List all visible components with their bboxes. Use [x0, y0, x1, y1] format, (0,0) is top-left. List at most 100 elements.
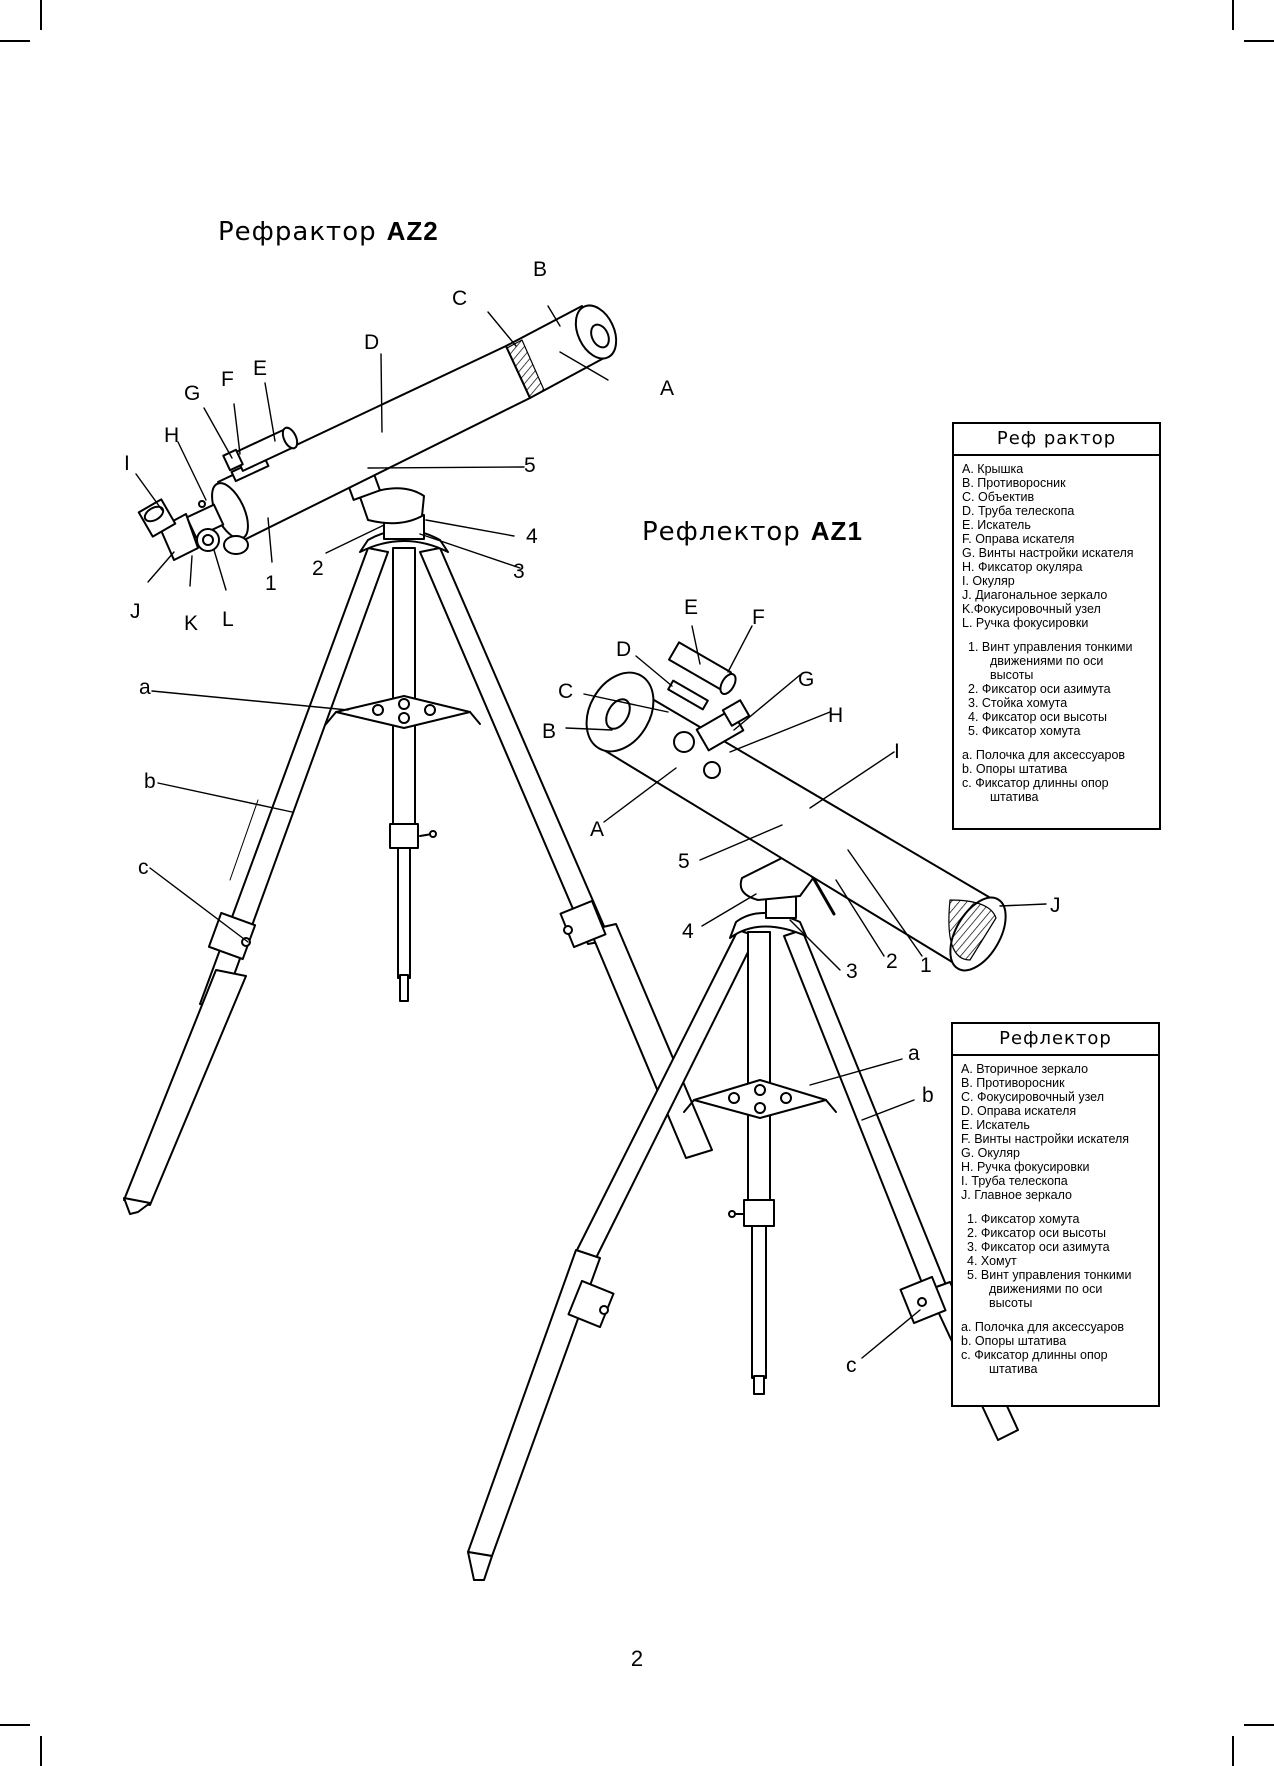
legend-item: 5. Винт управления тонкими [967, 1268, 1132, 1282]
callout-letter: a [908, 1042, 920, 1065]
legend-item-continued: движениями по оси [990, 654, 1104, 668]
legend-item: E. Искатель [962, 518, 1031, 532]
legend-item: G. Винты настройки искателя [962, 546, 1134, 560]
legend-item: 3. Стойка хомута [968, 696, 1068, 710]
legend-item: F. Винты настройки искателя [961, 1132, 1130, 1146]
callout-letter: b [144, 770, 156, 793]
crop-mark [1244, 40, 1274, 42]
refractor-drawing: A B C D E F G H I J K L 1 2 3 4 5 a b c [123, 258, 713, 1215]
legend-item: J. Главное зеркало [961, 1188, 1073, 1202]
legend-item-continued: высоты [989, 1296, 1033, 1310]
callout-letter: K [184, 612, 198, 635]
legend-item: L. Ручка фокусировки [962, 616, 1089, 630]
callout-number: 5 [524, 454, 536, 477]
callout-number: 5 [678, 850, 690, 873]
refractor-tube [137, 304, 618, 561]
legend-item: 5. Фиксатор хомута [968, 724, 1081, 738]
callout-letter: G [798, 668, 814, 691]
refractor-parts-list: A. Крышка B. Противоросник C. Объектив D… [962, 462, 1153, 630]
legend-item: H. Ручка фокусировки [961, 1160, 1090, 1174]
legend-item: A. Вторичное зеркало [961, 1062, 1089, 1076]
legend-item: C. Объектив [962, 490, 1035, 504]
reflector-legend: Рефлектор A. Вторичное зеркало B. Против… [951, 1022, 1160, 1407]
refractor-tripod [123, 514, 713, 1215]
legend-item: a. Полочка для аксессуаров [962, 748, 1126, 762]
legend-item: b. Опоры штатива [962, 762, 1068, 776]
callout-letter: H [164, 424, 179, 447]
callout-letter: a [139, 676, 151, 699]
legend-item: 1. Винт управления тонкими [968, 640, 1133, 654]
reflector-tripod [467, 895, 1019, 1581]
callout-letter: b [922, 1084, 934, 1107]
callout-letter: B [533, 258, 547, 281]
callout-letter: F [221, 368, 234, 391]
callout-letter: C [558, 680, 573, 703]
legend-item: B. Противоросник [962, 476, 1066, 490]
legend-item: 4. Хомут [967, 1254, 1017, 1268]
callout-letter: A [590, 818, 604, 841]
refractor-mount-list: 1. Винт управления тонкими движениями по… [962, 640, 1153, 738]
callout-letter: D [616, 638, 631, 661]
callout-letter: E [684, 596, 698, 619]
refractor-heading-name: Рефрактор [218, 217, 377, 247]
callout-number: 4 [526, 525, 538, 548]
reflector-mount-list: 1. Фиксатор хомута 2. Фиксатор оси высот… [961, 1212, 1152, 1310]
callout-letter: E [253, 357, 267, 380]
callout-number: 2 [312, 557, 324, 580]
legend-item-continued: движениями по оси [989, 1282, 1103, 1296]
callout-letter: I [124, 452, 130, 475]
legend-item-continued: штатива [989, 1362, 1038, 1376]
legend-item: J. Диагональное зеркало [962, 588, 1108, 602]
reflector-tripod-list: a. Полочка для аксессуаров b. Опоры штат… [961, 1320, 1152, 1376]
legend-item: 4. Фиксатор оси высоты [968, 710, 1107, 724]
legend-item: E. Искатель [961, 1118, 1030, 1132]
callout-number: 1 [920, 954, 932, 977]
legend-item: 3. Фиксатор оси азимута [967, 1240, 1110, 1254]
legend-item: C. Фокусировочный узел [961, 1090, 1104, 1104]
callout-number: 3 [513, 560, 525, 583]
callout-letter: I [894, 740, 900, 763]
reflector-leaders [565, 625, 1047, 1359]
refractor-legend: Реф рактор A. Крышка B. Противоросник C.… [952, 422, 1161, 830]
reflector-tube [585, 641, 1007, 972]
refractor-heading: Рефрактор AZ2 [218, 216, 439, 247]
callout-letter: J [1050, 894, 1061, 917]
legend-item: I. Труба телескопа [961, 1174, 1068, 1188]
callout-number: 3 [846, 960, 858, 983]
refractor-legend-title: Реф рактор [954, 424, 1159, 456]
legend-item: c. Фиксатор длинны опор [961, 1348, 1108, 1362]
legend-item-continued: высоты [990, 668, 1034, 682]
legend-item: 2. Фиксатор оси высоты [967, 1226, 1106, 1240]
legend-item: H. Фиксатор окуляра [962, 560, 1083, 574]
legend-item: D. Труба телескопа [962, 504, 1075, 518]
callout-letter: G [184, 382, 200, 405]
callout-letter: D [364, 331, 379, 354]
callout-letter: B [542, 720, 556, 743]
refractor-heading-model: AZ2 [386, 216, 439, 246]
callout-letter: J [130, 600, 141, 623]
crop-mark [40, 0, 42, 30]
legend-item: 1. Фиксатор хомута [967, 1212, 1080, 1226]
callout-letter: C [452, 287, 467, 310]
callout-letter: A [660, 377, 674, 400]
callout-letter: c [138, 856, 149, 879]
legend-item: K.Фокусировочный узел [962, 602, 1101, 616]
page-number: 2 [630, 1646, 644, 1671]
legend-item: I. Окуляр [962, 574, 1015, 588]
reflector-callouts: A B C D E F G H I J 1 2 3 4 5 a b c [542, 596, 1061, 1377]
legend-item: A. Крышка [962, 462, 1024, 476]
legend-item: c. Фиксатор длинны опор [962, 776, 1109, 790]
callout-letter: c [846, 1354, 857, 1377]
crop-mark [40, 1736, 42, 1766]
crop-mark [1232, 1736, 1234, 1766]
reflector-parts-list: A. Вторичное зеркало B. Противоросник C.… [961, 1062, 1152, 1202]
legend-item: a. Полочка для аксессуаров [961, 1320, 1125, 1334]
crop-mark [0, 40, 30, 42]
refractor-leaders [135, 305, 609, 943]
callout-number: 1 [265, 572, 277, 595]
refractor-tripod-list: a. Полочка для аксессуаров b. Опоры штат… [962, 748, 1153, 804]
reflector-heading-name: Рефлектор [642, 517, 801, 547]
crop-mark [1232, 0, 1234, 30]
legend-item: 2. Фиксатор оси азимута [968, 682, 1111, 696]
